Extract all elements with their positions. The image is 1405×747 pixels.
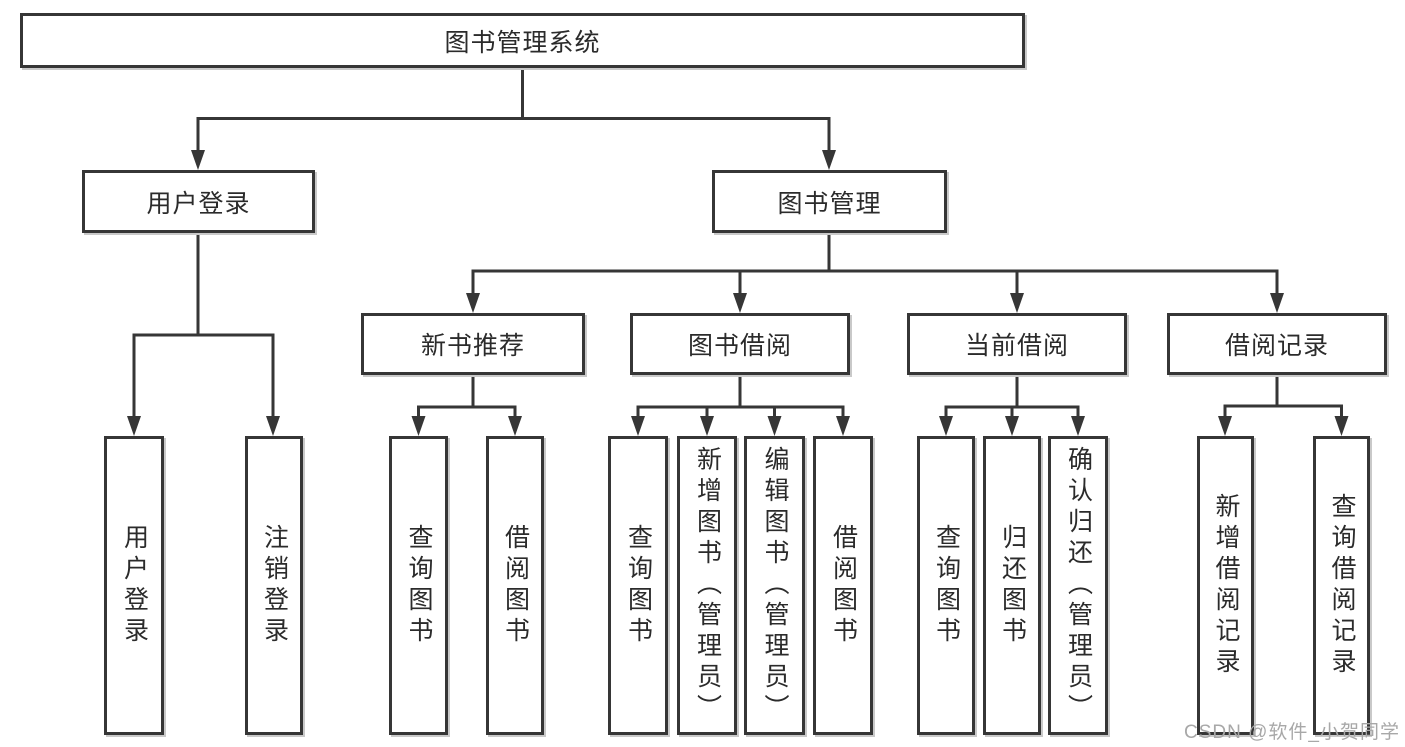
leaf-borrow-books-1: 借阅图书: [486, 436, 544, 735]
connector-borrow-record-children: [1218, 375, 1349, 436]
node-borrow-records: 借阅记录: [1167, 313, 1387, 375]
connector-book-management-children: [466, 233, 1284, 313]
leaf-user-login-label: 用户登录: [120, 523, 149, 648]
connector-root-to-level2: [191, 68, 836, 170]
leaf-query-books-3: 查询图书: [917, 436, 975, 735]
leaf-query-books-1: 查询图书: [389, 436, 448, 735]
node-current-borrow: 当前借阅: [907, 313, 1127, 375]
node-user-login-label: 用户登录: [146, 189, 251, 218]
node-book-management-label: 图书管理: [777, 189, 882, 218]
leaf-query-borrow-record: 查询借阅记录: [1313, 436, 1370, 735]
connector-book-borrow-children: [631, 375, 850, 436]
leaf-confirm-return-admin: 确认归还（管理员）: [1048, 436, 1108, 735]
leaf-edit-book-admin-label: 编辑图书（管理员）: [761, 446, 789, 725]
leaf-borrow-books-2: 借阅图书: [813, 436, 873, 735]
node-new-book-recommend-label: 新书推荐: [420, 332, 525, 360]
leaf-borrow-books-2-label: 借阅图书: [829, 523, 858, 648]
leaf-edit-book-admin: 编辑图书（管理员）: [744, 436, 805, 735]
node-book-borrow-label: 图书借阅: [687, 332, 792, 360]
node-new-book-recommend: 新书推荐: [361, 313, 585, 375]
leaf-return-books: 归还图书: [983, 436, 1041, 735]
leaf-add-borrow-record-label: 新增借阅记录: [1212, 492, 1240, 679]
connector-user-login-children: [127, 233, 280, 436]
node-book-borrow: 图书借阅: [630, 313, 850, 375]
leaf-user-login: 用户登录: [104, 436, 164, 735]
node-root: 图书管理系统: [20, 13, 1025, 68]
node-current-borrow-label: 当前借阅: [964, 332, 1069, 360]
leaf-logout: 注销登录: [245, 436, 303, 735]
leaf-return-books-label: 归还图书: [998, 523, 1027, 648]
leaf-add-book-admin: 新增图书（管理员）: [677, 436, 737, 735]
connector-new-book-children: [411, 375, 522, 436]
node-book-management: 图书管理: [712, 170, 947, 233]
leaf-query-borrow-record-label: 查询借阅记录: [1328, 492, 1356, 679]
leaf-query-books-2: 查询图书: [608, 436, 668, 735]
leaf-query-books-2-label: 查询图书: [624, 523, 653, 648]
leaf-logout-label: 注销登录: [260, 523, 289, 648]
leaf-add-borrow-record: 新增借阅记录: [1197, 436, 1254, 735]
leaf-query-books-1-label: 查询图书: [405, 523, 433, 648]
node-borrow-records-label: 借阅记录: [1224, 332, 1329, 360]
leaf-query-books-3-label: 查询图书: [932, 523, 961, 648]
node-root-label: 图书管理系统: [444, 28, 601, 57]
watermark: CSDN @软件_小贺同学: [1184, 722, 1400, 743]
leaf-borrow-books-1-label: 借阅图书: [501, 523, 530, 648]
leaf-confirm-return-admin-label: 确认归还（管理员）: [1064, 446, 1093, 725]
leaf-add-book-admin-label: 新增图书（管理员）: [693, 446, 722, 725]
node-user-login: 用户登录: [82, 170, 315, 233]
connector-current-borrow-children: [939, 375, 1085, 436]
